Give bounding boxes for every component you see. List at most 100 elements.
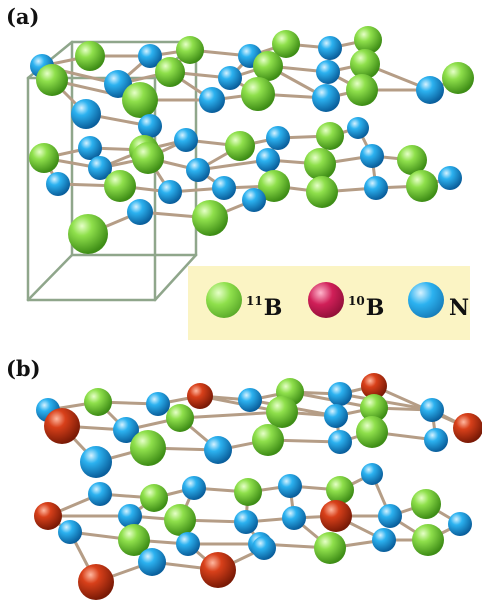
boron-10-atom	[44, 408, 80, 444]
boron-11-atom	[68, 214, 108, 254]
boron-11-atom	[36, 64, 68, 96]
boron-11-atom	[346, 74, 378, 106]
boron-11-atom	[272, 30, 300, 58]
boron-10-atom	[320, 500, 352, 532]
nitrogen-atom	[78, 136, 102, 160]
nitrogen-atom	[278, 474, 302, 498]
boron-11-atom	[176, 36, 204, 64]
nitrogen-atom	[282, 506, 306, 530]
boron-11-atom	[350, 49, 380, 79]
nitrogen-atom	[318, 36, 342, 60]
nitrogen-atom	[360, 144, 384, 168]
unit-cell-box	[26, 40, 198, 302]
nitrogen-atom	[328, 382, 352, 406]
boron-11-atom	[132, 142, 164, 174]
legend-b11-label: 11B	[246, 294, 283, 321]
unit-cell-edge	[26, 253, 74, 302]
boron-11-atom	[442, 62, 474, 94]
boron-10-atom	[361, 373, 387, 399]
nitrogen-atom	[312, 84, 340, 112]
nitrogen-atom	[88, 482, 112, 506]
nitrogen-atom	[174, 128, 198, 152]
nitrogen-atom	[252, 536, 276, 560]
boron-11-atom	[304, 148, 336, 180]
b-top-bond	[178, 410, 284, 420]
boron-11-atom	[122, 82, 158, 118]
boron-11-atom	[241, 77, 275, 111]
nitrogen-atom	[256, 148, 280, 172]
nitrogen-atom	[364, 176, 388, 200]
boron-10-atom	[453, 413, 482, 443]
nitrogen-atom	[186, 158, 210, 182]
nitrogen-atom	[199, 87, 225, 113]
nitrogen-atom	[127, 199, 153, 225]
boron-10-atom	[187, 383, 213, 409]
nitrogen-atom	[158, 180, 182, 204]
nitrogen-atom	[234, 510, 258, 534]
nitrogen-atom	[138, 548, 166, 576]
nitrogen-atom	[324, 404, 348, 428]
boron-10-atom	[34, 502, 62, 530]
unit-cell-edge	[153, 253, 198, 302]
legend-b11-ball	[206, 282, 242, 318]
nitrogen-atom	[372, 528, 396, 552]
nitrogen-atom	[424, 428, 448, 452]
boron-11-atom	[412, 524, 444, 556]
nitrogen-atom	[146, 392, 170, 416]
nitrogen-atom	[88, 156, 112, 180]
boron-11-atom	[397, 145, 427, 175]
boron-11-atom	[253, 51, 283, 81]
legend-box: 11B 10B N	[188, 266, 470, 340]
nitrogen-atom	[138, 114, 162, 138]
boron-11-atom	[356, 416, 388, 448]
legend-b10-ball	[308, 282, 344, 318]
nitrogen-atom	[361, 463, 383, 485]
boron-11-atom	[84, 388, 112, 416]
boron-11-atom	[306, 176, 338, 208]
panel-label-a: (a)	[6, 4, 40, 29]
boron-10-atom	[78, 564, 114, 600]
boron-11-atom	[75, 41, 105, 71]
boron-11-atom	[140, 484, 168, 512]
nitrogen-atom	[182, 476, 206, 500]
nitrogen-atom	[113, 417, 139, 443]
boron-11-atom	[411, 489, 441, 519]
legend-n-ball	[408, 282, 444, 318]
boron-11-atom	[29, 143, 59, 173]
nitrogen-atom	[80, 446, 112, 478]
nitrogen-atom	[138, 44, 162, 68]
nitrogen-atom	[416, 76, 444, 104]
legend-b10-label: 10B	[348, 294, 385, 321]
nitrogen-atom	[266, 126, 290, 150]
nitrogen-atom	[71, 99, 101, 129]
atoms-panel-a	[29, 26, 474, 254]
nitrogen-atom	[316, 60, 340, 84]
boron-11-atom	[354, 26, 382, 54]
nitrogen-atom	[218, 66, 242, 90]
nitrogen-atom	[328, 430, 352, 454]
nitrogen-atom	[58, 520, 82, 544]
nitrogen-atom	[118, 504, 142, 528]
nitrogen-atom	[378, 504, 402, 528]
boron-11-atom	[258, 170, 290, 202]
nitrogen-atom	[438, 166, 462, 190]
boron-11-atom	[225, 131, 255, 161]
nitrogen-atom	[204, 436, 232, 464]
atoms-panel-b	[34, 373, 482, 600]
nitrogen-atom	[238, 388, 262, 412]
boron-11-atom	[164, 504, 196, 536]
boron-11-atom	[252, 424, 284, 456]
legend-n-label: N	[449, 295, 470, 321]
boron-11-atom	[234, 478, 262, 506]
nitrogen-atom	[212, 176, 236, 200]
boron-11-atom	[155, 57, 185, 87]
nitrogen-atom	[347, 117, 369, 139]
boron-11-atom	[316, 122, 344, 150]
boron-11-atom	[266, 396, 298, 428]
nitrogen-atom	[242, 188, 266, 212]
boron-11-atom	[192, 200, 228, 236]
nitrogen-atom	[176, 532, 200, 556]
boron-11-atom	[104, 170, 136, 202]
nitrogen-atom	[46, 172, 70, 196]
